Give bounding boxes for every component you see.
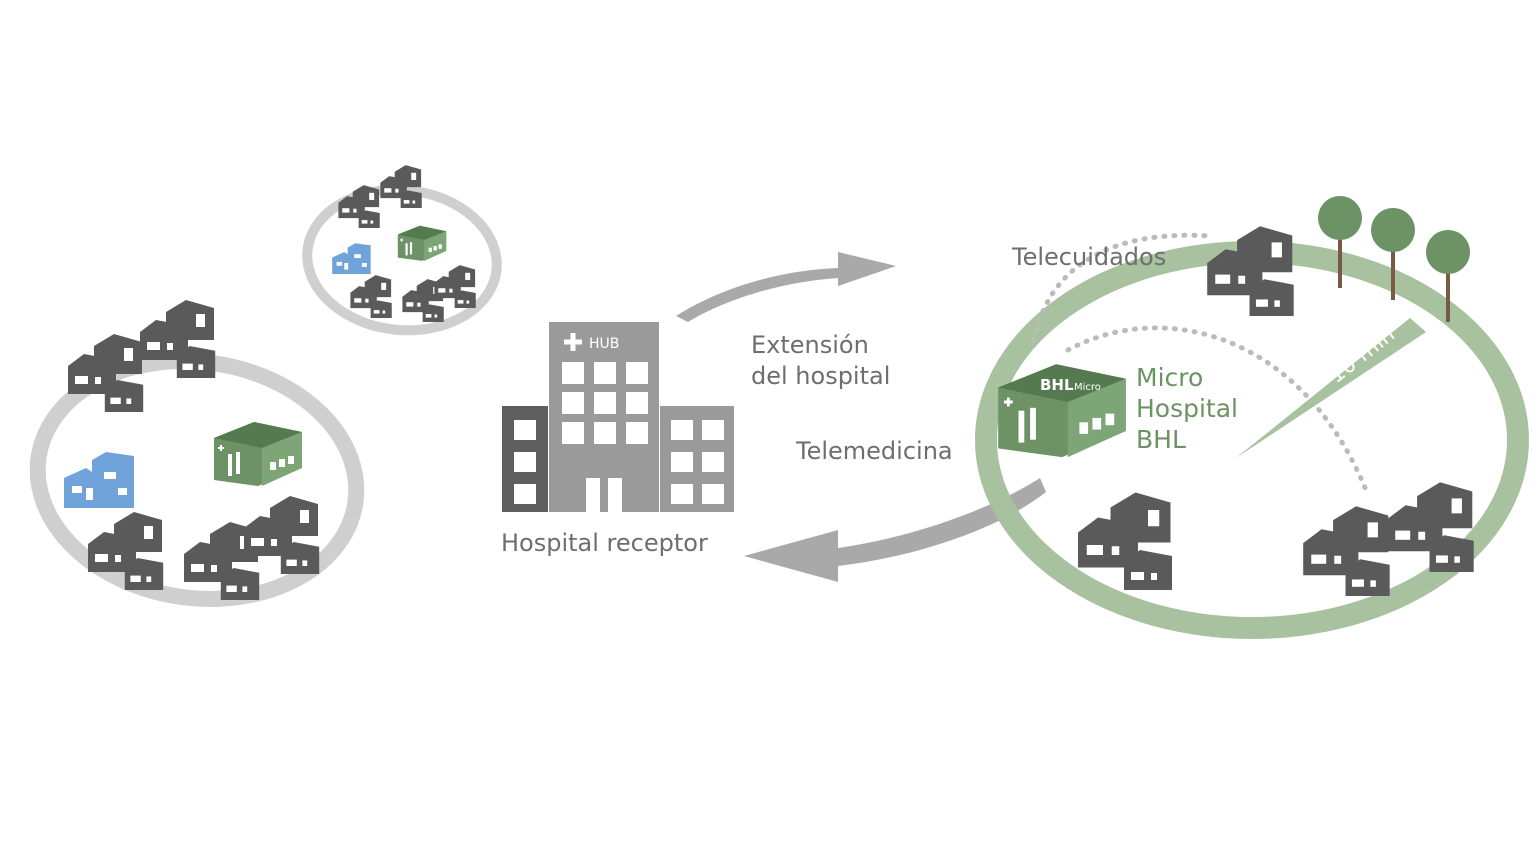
community-left bbox=[29, 300, 365, 607]
house-cluster-icon bbox=[244, 496, 319, 574]
hub-hospital-icon: HUB bbox=[502, 322, 734, 512]
coverage-dotted-arc bbox=[1065, 325, 1369, 493]
telemedicina-label: Telemedicina bbox=[796, 437, 953, 465]
house-cluster-icon bbox=[1207, 226, 1293, 316]
community-top bbox=[302, 165, 502, 336]
arrow-icon-telemedicina bbox=[744, 478, 1046, 582]
extension-label-line2: del hospital bbox=[751, 362, 891, 390]
hub-sign: HUB bbox=[589, 336, 619, 352]
micro-hospital-label-line1: Micro bbox=[1136, 363, 1204, 392]
micro-hospital-label-line2: Hospital bbox=[1136, 394, 1239, 423]
green-clinic-icon bbox=[397, 225, 447, 262]
micro-hospital-label-line3: BHL bbox=[1136, 425, 1186, 454]
bhl-sign-small: Micro bbox=[1074, 382, 1101, 393]
green-clinic-icon bbox=[213, 421, 303, 487]
house-cluster-icon bbox=[380, 165, 421, 208]
house-cluster-icon bbox=[1303, 506, 1389, 596]
house-cluster-icon bbox=[338, 185, 379, 228]
community-ring-grey bbox=[302, 184, 502, 336]
house-cluster-icon bbox=[1078, 493, 1172, 591]
telecuidados-label: Telecuidados bbox=[1012, 243, 1167, 271]
arrow-icon-extension bbox=[676, 252, 896, 322]
bhl-sign-main: BHL bbox=[1040, 376, 1074, 394]
extension-label-line1: Extensión bbox=[751, 331, 869, 359]
hospital-receptor-label: Hospital receptor bbox=[501, 529, 708, 557]
blue-house-icon bbox=[64, 452, 134, 508]
house-cluster-icon bbox=[1387, 482, 1473, 572]
house-cluster-icon bbox=[350, 275, 391, 318]
house-cluster-icon bbox=[434, 265, 475, 308]
community-bhl: 10 min BHL Micro bbox=[975, 196, 1529, 639]
house-cluster-icon bbox=[88, 512, 163, 590]
blue-house-icon bbox=[332, 243, 371, 274]
telecuidados-dotted-arc bbox=[1031, 232, 1213, 343]
ten-minute-radius bbox=[1236, 318, 1426, 458]
